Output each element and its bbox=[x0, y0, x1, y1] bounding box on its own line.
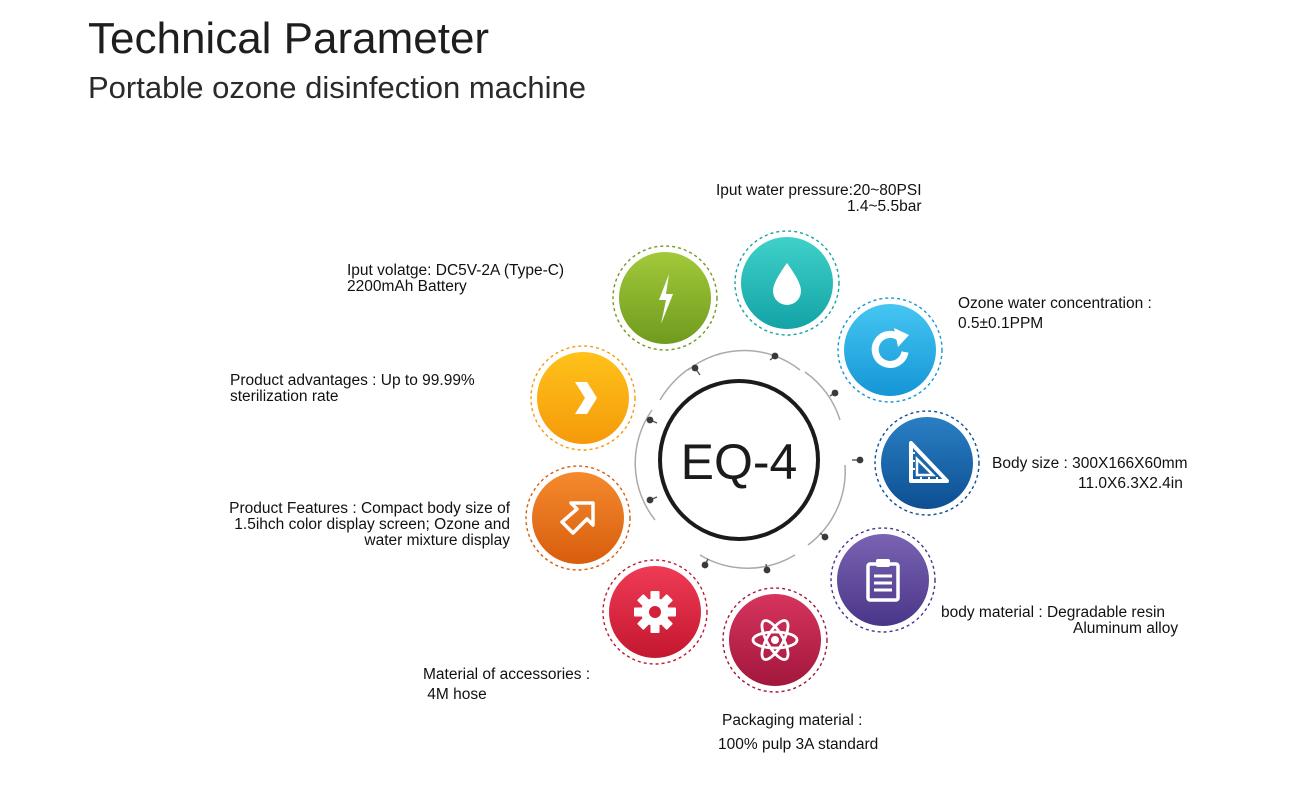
node-product-advantages bbox=[530, 345, 636, 451]
node-dashed-ring bbox=[874, 410, 980, 516]
triangle-ruler-icon bbox=[909, 441, 949, 483]
label-product-advantages: Product advantages : Up to 99.99% steril… bbox=[230, 372, 475, 405]
parameter-nodes bbox=[525, 230, 980, 693]
hub: EQ-4 bbox=[634, 349, 846, 569]
connector-dot bbox=[646, 496, 654, 504]
lightning-icon bbox=[659, 274, 673, 324]
node-accessories bbox=[602, 559, 708, 665]
node-circle bbox=[532, 472, 624, 564]
page-title: Technical Parameter bbox=[88, 14, 490, 63]
water-drop-icon bbox=[773, 263, 801, 305]
node-water-pressure bbox=[734, 230, 840, 336]
node-dashed-ring bbox=[734, 230, 840, 336]
node-dashed-ring bbox=[602, 559, 708, 665]
label-packaging-material: Packaging material : 100% pulp 3A standa… bbox=[718, 712, 879, 753]
label-body-material: body material : Degradable resin Aluminu… bbox=[941, 604, 1179, 637]
node-dashed-ring bbox=[830, 527, 936, 633]
connector-dot bbox=[701, 561, 709, 569]
refresh-icon bbox=[871, 328, 909, 368]
node-circle bbox=[837, 534, 929, 626]
node-dashed-ring bbox=[530, 345, 636, 451]
node-dashed-ring bbox=[525, 465, 631, 571]
node-ozone-concentration bbox=[837, 297, 943, 403]
connector-dot bbox=[763, 566, 771, 574]
connector-dot bbox=[821, 533, 829, 541]
node-dashed-ring bbox=[612, 245, 718, 351]
connectors bbox=[646, 352, 864, 574]
chevron-right-icon bbox=[575, 382, 597, 414]
label-water-pressure: Iput water pressure:20~80PSI 1.4~5.5bar bbox=[716, 182, 922, 215]
node-circle bbox=[881, 417, 973, 509]
atom-icon bbox=[751, 619, 799, 661]
connector-dot bbox=[691, 364, 699, 372]
connector-dot bbox=[646, 416, 654, 424]
clipboard-icon bbox=[866, 559, 900, 602]
node-circle bbox=[844, 304, 936, 396]
page-subtitle: Portable ozone disinfection machine bbox=[88, 70, 587, 105]
label-ozone-concentration: Ozone water concentration : 0.5±0.1PPM bbox=[958, 295, 1152, 332]
node-circle bbox=[537, 352, 629, 444]
hub-label: EQ-4 bbox=[681, 434, 798, 490]
connector-dot bbox=[771, 352, 779, 360]
label-body-size: Body size : 300X166X60mm 11.0X6.3X2.4in bbox=[992, 455, 1188, 492]
node-dashed-ring bbox=[722, 587, 828, 693]
node-input-voltage bbox=[612, 245, 718, 351]
label-input-voltage: Iput volatge: DC5V-2A (Type-C) 2200mAh B… bbox=[347, 262, 565, 295]
label-accessories: Material of accessories : 4M hose bbox=[423, 666, 591, 703]
node-body-material bbox=[830, 527, 936, 633]
node-body-size bbox=[874, 410, 980, 516]
connector-dot bbox=[831, 389, 839, 397]
node-packaging-material bbox=[722, 587, 828, 693]
node-dashed-ring bbox=[837, 297, 943, 403]
label-product-features: Product Features : Compact body size of … bbox=[229, 500, 510, 549]
node-product-features bbox=[525, 465, 631, 571]
arrow-up-right-icon bbox=[560, 501, 595, 535]
connector-dot bbox=[856, 456, 864, 464]
gear-icon bbox=[634, 591, 676, 633]
